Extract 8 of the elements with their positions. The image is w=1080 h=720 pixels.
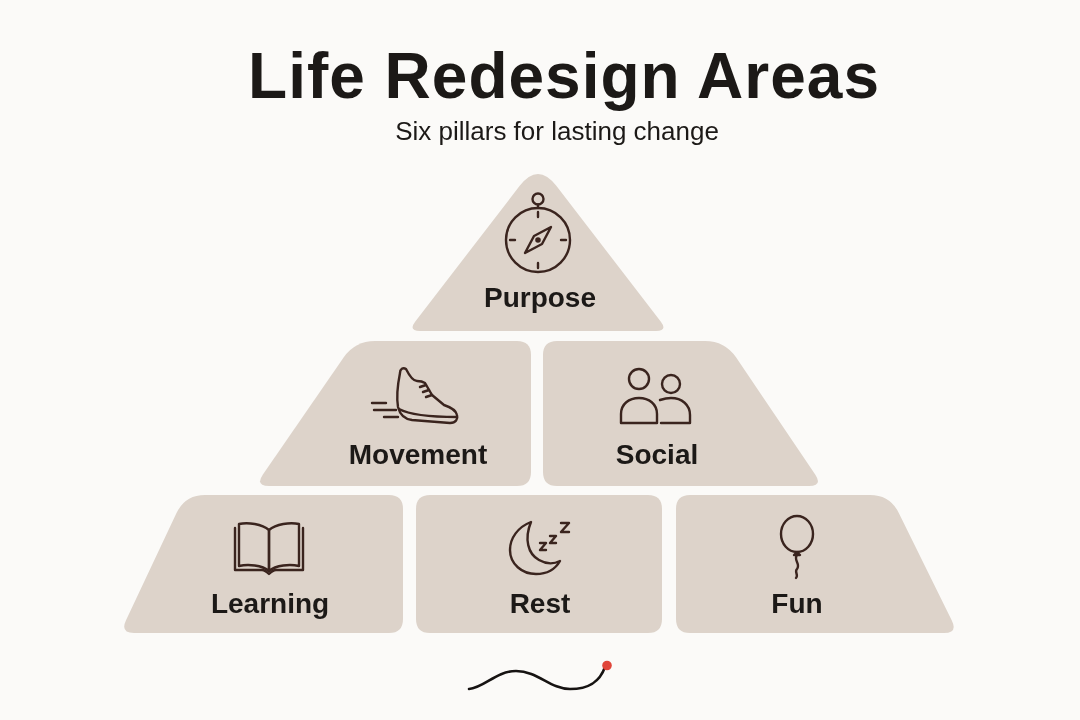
tier-label: Learning — [210, 590, 330, 618]
tier-label: Social — [615, 441, 699, 469]
subtitle: Six pillars for lasting change — [395, 118, 719, 144]
tier-label: Movement — [348, 441, 488, 469]
tier-label: Purpose — [484, 284, 596, 312]
tier-label: Rest — [509, 590, 571, 618]
pyramid-block — [416, 495, 662, 633]
tier-label: Fun — [771, 590, 823, 618]
